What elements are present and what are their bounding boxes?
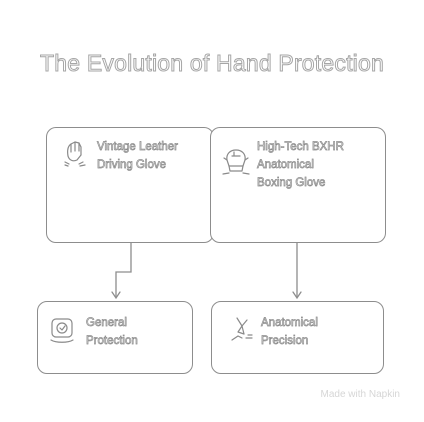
- diagram-title: The Evolution of Hand Protection: [40, 50, 385, 77]
- node-precision-line-1: Anatomical: [261, 317, 319, 330]
- node-vintage-line-1: Vintage Leather: [97, 141, 179, 154]
- node-hightech-line-1: High-Tech BXHR: [257, 141, 345, 154]
- watermark: Made with Napkin: [320, 389, 400, 400]
- node-general-line-2: Protection: [86, 335, 138, 348]
- arrowhead-general: [111, 291, 121, 300]
- node-hightech-line-3: Boxing Glove: [257, 177, 326, 190]
- arrowhead-precision: [292, 291, 302, 300]
- precision-icon: [228, 314, 256, 344]
- shield-icon: [48, 316, 76, 346]
- node-vintage-leather: Vintage Leather Driving Glove: [46, 127, 214, 243]
- node-precision-line-2: Precision: [261, 335, 309, 348]
- node-anatomical-precision: Anatomical Precision: [211, 301, 384, 374]
- connector-vintage-general: [115, 242, 132, 297]
- node-hightech-line-2: Anatomical: [257, 159, 315, 172]
- boxing-glove-icon: [221, 144, 251, 178]
- node-high-tech: High-Tech BXHR Anatomical Boxing Glove: [210, 127, 386, 243]
- node-vintage-line-2: Driving Glove: [97, 159, 167, 172]
- glove-icon: [61, 138, 89, 172]
- node-general-line-1: General: [86, 317, 128, 330]
- node-general-protection: General Protection: [37, 301, 193, 374]
